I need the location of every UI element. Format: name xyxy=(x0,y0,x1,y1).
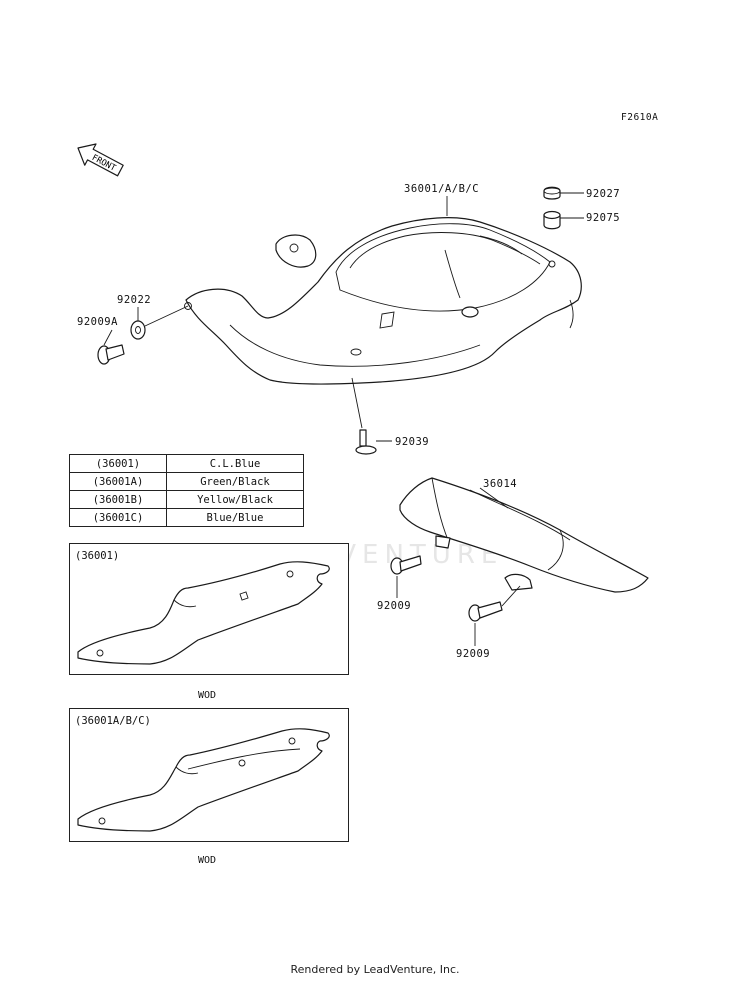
bolt-92009-upper xyxy=(390,555,422,575)
leader-36014 xyxy=(479,487,509,509)
color-table: (36001) C.L.Blue (36001A) Green/Black (3… xyxy=(69,454,304,527)
table-cell-color: Yellow/Black xyxy=(166,490,304,509)
inset-caption: WOD xyxy=(198,690,217,701)
label-92022: 92022 xyxy=(117,294,152,306)
inset-36001: (36001) xyxy=(69,543,349,675)
leader-92009A xyxy=(103,329,113,346)
table-cell-color: Green/Black xyxy=(166,472,304,491)
inset-36001ABC: (36001A/B/C) xyxy=(69,708,349,842)
table-row: (36001A) Green/Black xyxy=(69,472,304,491)
front-arrow-icon: FRONT xyxy=(77,143,124,177)
table-cell-code: (36001) xyxy=(69,454,167,473)
washer-92022 xyxy=(130,320,146,340)
table-row: (36001B) Yellow/Black xyxy=(69,490,304,509)
table-cell-code: (36001A) xyxy=(69,472,167,491)
inset-caption: WOD xyxy=(198,855,217,866)
bolt-92009A xyxy=(97,344,125,365)
label-92009-upper: 92009 xyxy=(377,600,412,612)
label-92009-lower: 92009 xyxy=(456,648,491,660)
table-cell-color: C.L.Blue xyxy=(166,454,304,473)
table-row: (36001) C.L.Blue xyxy=(69,454,304,473)
inset-title: (36001) xyxy=(75,550,120,562)
label-92039: 92039 xyxy=(395,436,430,448)
table-cell-color: Blue/Blue xyxy=(166,508,304,527)
footer-credit: Rendered by LeadVenture, Inc. xyxy=(290,963,460,976)
label-92009A: 92009A xyxy=(77,316,118,328)
chain-cover-36014 xyxy=(399,477,649,593)
side-cover-icon xyxy=(77,561,330,665)
leader-92022 xyxy=(137,305,189,327)
leader-92009-lower-join xyxy=(501,585,521,607)
inset-title: (36001A/B/C) xyxy=(75,715,151,727)
table-cell-code: (36001C) xyxy=(69,508,167,527)
label-92027: 92027 xyxy=(586,188,621,200)
bolt-92009-lower xyxy=(468,601,503,622)
side-cover-icon xyxy=(77,728,330,832)
bolt-92039 xyxy=(355,429,377,455)
label-92075: 92075 xyxy=(586,212,621,224)
table-row: (36001C) Blue/Blue xyxy=(69,508,304,527)
label-36001: 36001/A/B/C xyxy=(404,183,480,195)
table-cell-code: (36001B) xyxy=(69,490,167,509)
cap-92027 xyxy=(543,186,561,200)
seat-cowl-36001 xyxy=(184,217,582,385)
label-36014: 36014 xyxy=(483,478,518,490)
figure-code: F2610A xyxy=(621,112,659,123)
grommet-92075 xyxy=(543,210,561,230)
leader-92039 xyxy=(351,377,392,442)
